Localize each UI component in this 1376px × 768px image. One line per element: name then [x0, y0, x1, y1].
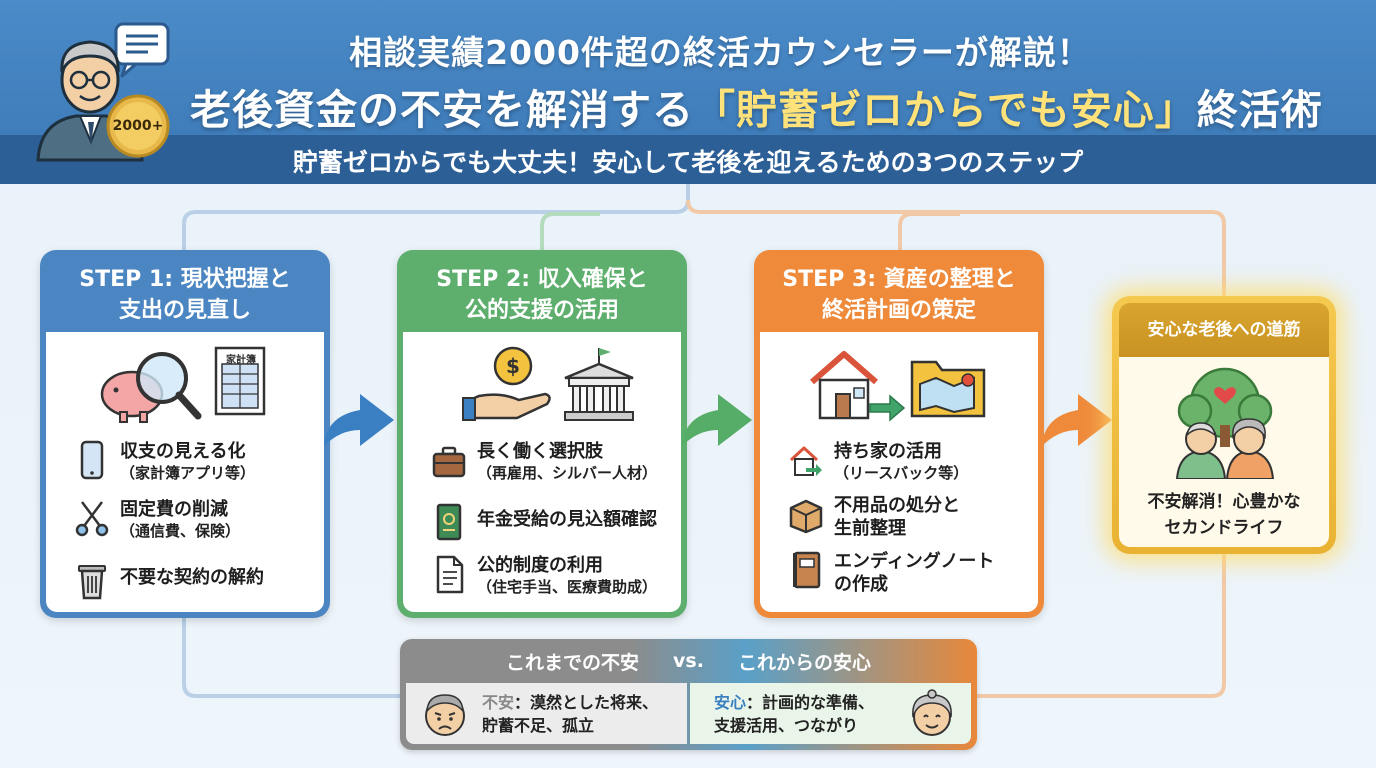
- step-3-item-2-text: 不用品の処分と: [834, 495, 960, 516]
- step-1-item-1: 収支の見える化 （家計簿アプリ等）: [74, 440, 255, 484]
- after-line2: 支援活用、つながり: [714, 716, 859, 735]
- step-3-body: 持ち家の活用 （リースバック等） 不用品の処分と 生前整理 エンディングノー: [760, 332, 1038, 612]
- arrow-right-icon: [682, 394, 752, 446]
- svg-text:$: $: [506, 354, 520, 378]
- speech-bubble-icon: [114, 22, 170, 78]
- step-1-item-3-text: 不要な契約の解約: [120, 567, 264, 588]
- counselor-avatar: 2000+: [30, 22, 180, 162]
- page-subtitle: 貯蓄ゼロからでも大丈夫！安心して老後を迎えるための3つのステップ: [292, 148, 1084, 177]
- goal-card: 安心な老後への道筋 不安解消！心豊かな セカンドライフ: [1112, 296, 1336, 554]
- title-part-post: 終活術: [1196, 86, 1323, 134]
- step-3-item-1-text: 持ち家の活用: [834, 441, 942, 462]
- step-1-title-line2: 支出の見直し: [118, 298, 251, 323]
- badge-label: 2000+: [112, 118, 164, 134]
- title-highlight: 「貯蓄ゼロからでも安心」: [694, 86, 1197, 134]
- before-line1: ：漠然とした将来、: [514, 693, 659, 712]
- page-title-line1: 相談実績2000件超の終活カウンセラーが解説！: [349, 33, 1091, 72]
- comparison-after-label: これからの安心: [737, 651, 871, 674]
- trash-icon: [78, 565, 106, 600]
- page-title-line2: 老後資金の不安を解消する「貯蓄ゼロからでも安心」終活術: [190, 76, 1322, 136]
- pension-book-icon: [436, 503, 462, 541]
- comparison-before-panel: 不安：漠然とした将来、 貯蓄不足、孤立: [406, 683, 687, 744]
- step-1-item-1-text: 収支の見える化: [120, 441, 246, 462]
- scissors-icon: [75, 501, 109, 537]
- step-2-item-2: 年金受給の見込額確認: [431, 502, 657, 542]
- step-2-body: $ 長く働く選択肢 （再雇用、シルバー人材）: [403, 332, 681, 612]
- house-folder-map-icon: [810, 351, 986, 422]
- step-2-item-2-text: 年金受給の見込額確認: [477, 509, 657, 530]
- step-3-item-3: エンディングノート の作成: [788, 550, 994, 596]
- goal-text-line2: セカンドライフ: [1164, 518, 1284, 538]
- step-3-item-1: 持ち家の活用 （リースバック等）: [788, 440, 968, 484]
- subtitle-band: [0, 135, 1376, 184]
- comparison-before-text: 不安：漠然とした将来、 貯蓄不足、孤立: [482, 691, 658, 737]
- step-1-item-2: 固定費の削減 （通信費、保険）: [74, 498, 240, 542]
- senior-couple-tree-icon: [1175, 367, 1275, 479]
- title-part-pre: 老後資金の不安を解消する: [190, 86, 694, 134]
- smartphone-icon: [80, 440, 104, 480]
- worried-face-icon: [425, 694, 465, 736]
- step-2-item-3-sub: （住宅手当、医療費助成）: [477, 578, 658, 596]
- step-2-card: STEP 2: 収入確保と 公的支援の活用 $ 長く働く: [397, 250, 687, 618]
- step-1-item-3: 不要な契約の解約: [74, 560, 264, 600]
- briefcase-icon: [432, 446, 466, 478]
- step-2-header: STEP 2: 収入確保と 公的支援の活用: [397, 250, 687, 332]
- before-line2: 貯蓄不足、孤立: [482, 716, 595, 735]
- after-tag: 安心: [714, 693, 747, 712]
- comparison-after-text: 安心：計画的な準備、 支援活用、つながり: [714, 691, 874, 737]
- step-3-item-3-sub: の作成: [834, 574, 888, 595]
- coin-hand-government-icon: $: [462, 346, 634, 421]
- step-1-item-1-sub: （家計簿アプリ等）: [120, 464, 256, 482]
- ledger-label: 家計簿: [226, 355, 256, 366]
- step-2-item-1-sub: （再雇用、シルバー人材）: [477, 464, 658, 482]
- step-2-title-line1: STEP 2: 収入確保と: [436, 267, 648, 292]
- arrow-right-icon: [1042, 394, 1112, 446]
- ledger-icon: [214, 346, 266, 416]
- goal-body: 不安解消！心豊かな セカンドライフ: [1119, 357, 1329, 547]
- step-3-title-line1: STEP 3: 資産の整理と: [782, 267, 1016, 292]
- step-1-header: STEP 1: 現状把握と 支出の見直し: [40, 250, 330, 332]
- step-2-item-3: 公的制度の利用 （住宅手当、医療費助成）: [431, 554, 657, 598]
- step-3-item-2-sub: 生前整理: [834, 518, 906, 539]
- arrow-right-icon: [324, 394, 394, 446]
- step-1-item-2-text: 固定費の削減: [120, 499, 228, 520]
- step-2-title-line2: 公的支援の活用: [464, 298, 619, 323]
- comparison-before-label: これまでの不安: [506, 651, 640, 674]
- box-icon: [789, 499, 823, 534]
- badge-icon: [106, 94, 170, 158]
- piggy-bank-magnifier-icon: [100, 346, 266, 423]
- step-2-item-1: 長く働く選択肢 （再雇用、シルバー人材）: [431, 440, 657, 484]
- document-icon: [436, 555, 464, 594]
- comparison-after-panel: 安心：計画的な準備、 支援活用、つながり: [690, 683, 971, 744]
- step-1-title-line1: STEP 1: 現状把握と: [79, 267, 291, 292]
- before-tag: 不安: [482, 693, 515, 712]
- step-1-body: 家計簿 収支の見える化 （家計簿アプリ等） 固定費の削減 （通信費、保険）: [46, 332, 324, 612]
- happy-elder-face-icon: [912, 689, 952, 736]
- step-3-card: STEP 3: 資産の整理と 終活計画の策定 持ち家の活用 （リースバック等）: [754, 250, 1044, 618]
- step-3-item-1-sub: （リースバック等）: [834, 464, 969, 482]
- goal-title: 安心な老後への道筋: [1119, 303, 1329, 357]
- comparison-vs-label: vs.: [673, 650, 704, 672]
- comparison-header: これまでの不安 vs. これからの安心: [400, 639, 977, 683]
- house-arrow-icon: [789, 446, 822, 476]
- after-line1: ：計画的な準備、: [746, 693, 875, 712]
- notebook-icon: [793, 551, 821, 589]
- step-3-item-3-text: エンディングノート: [834, 551, 995, 572]
- step-1-item-2-sub: （通信費、保険）: [120, 522, 241, 540]
- step-2-item-3-text: 公的制度の利用: [477, 555, 603, 576]
- step-3-item-2: 不用品の処分と 生前整理: [788, 494, 960, 540]
- step-1-card: STEP 1: 現状把握と 支出の見直し 家計簿: [40, 250, 330, 618]
- goal-text-line1: 不安解消！心豊かな: [1147, 492, 1301, 512]
- step-2-item-1-text: 長く働く選択肢: [477, 441, 603, 462]
- step-3-header: STEP 3: 資産の整理と 終活計画の策定: [754, 250, 1044, 332]
- comparison-box: これまでの不安 vs. これからの安心 不安：漠然とした将来、 貯蓄不足、孤立 …: [400, 639, 977, 750]
- goal-text: 不安解消！心豊かな セカンドライフ: [1119, 489, 1329, 541]
- step-3-title-line2: 終活計画の策定: [821, 298, 976, 323]
